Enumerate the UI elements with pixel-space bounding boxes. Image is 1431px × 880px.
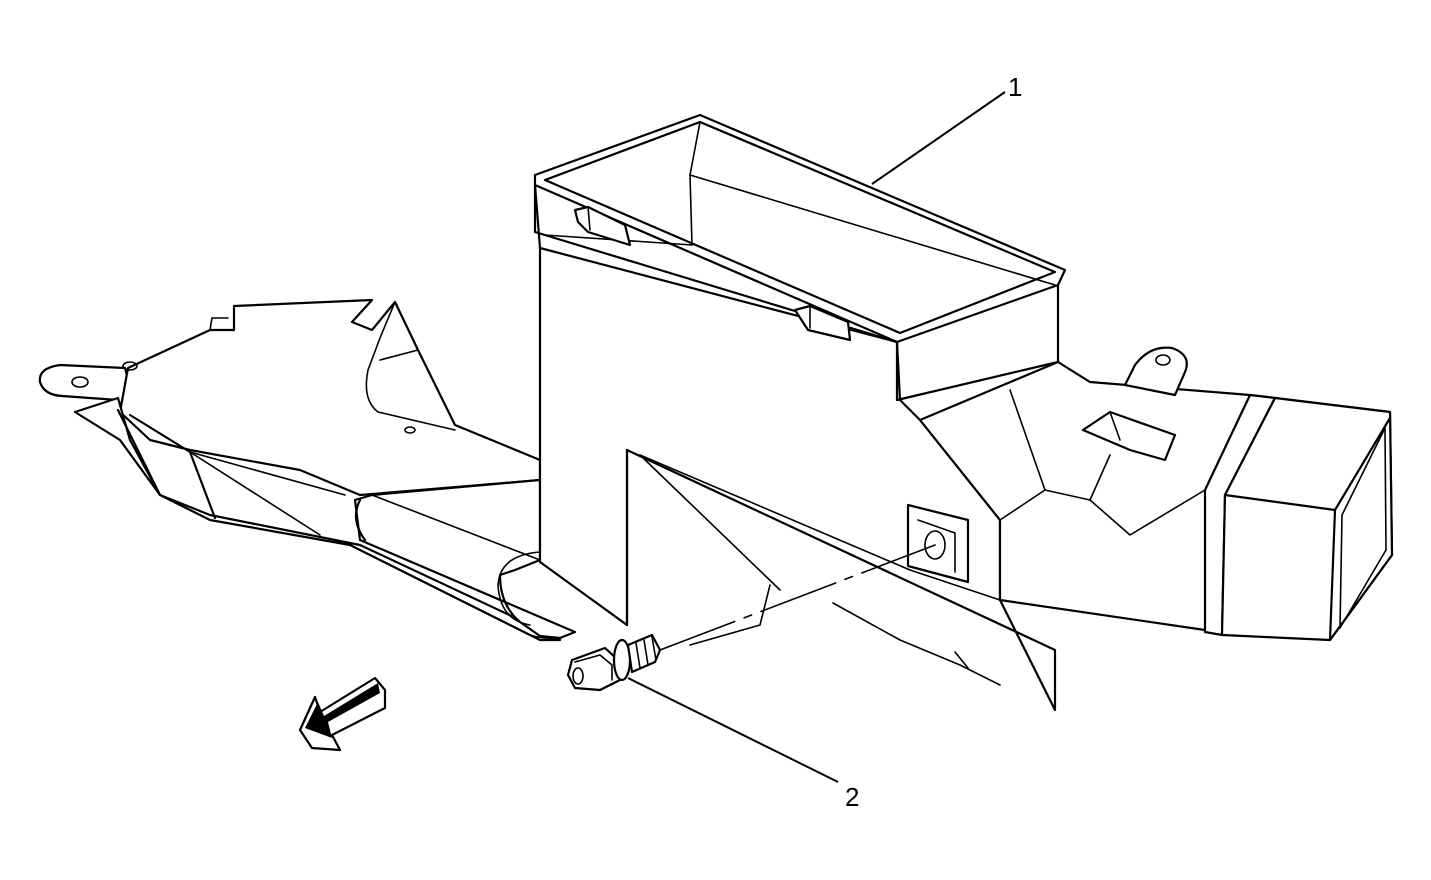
right-duct-outlet [918, 346, 1394, 642]
wire-harness [497, 551, 541, 626]
callout-1-leader [871, 91, 1006, 185]
air-inlet-duct-housing [533, 113, 1067, 712]
fastener-bolt [566, 633, 662, 692]
callout-2-leader [627, 677, 839, 783]
front-direction-arrow-icon [298, 676, 387, 752]
alignment-line [659, 544, 936, 651]
left-duct-arm [38, 298, 577, 642]
callout-2-label: 2 [845, 782, 859, 812]
callout-1-label: 1 [1008, 72, 1022, 102]
